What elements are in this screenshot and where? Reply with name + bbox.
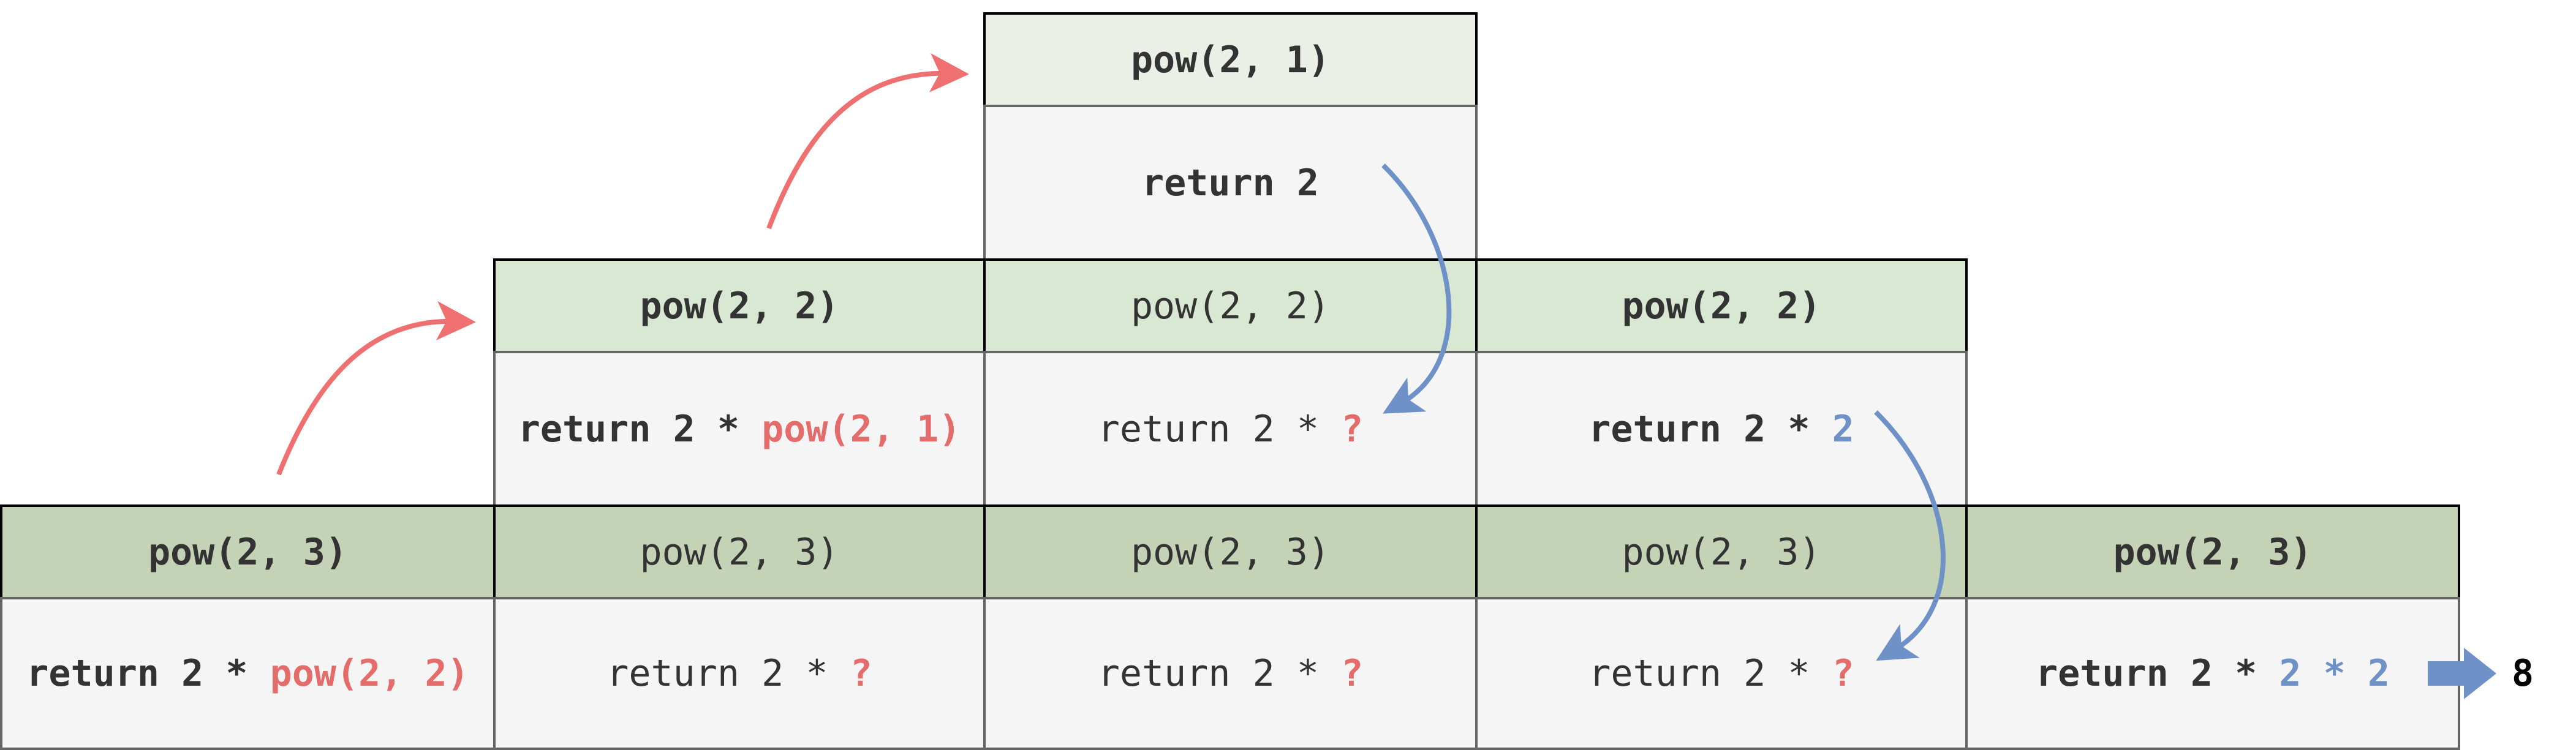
final-result: 8	[2512, 652, 2534, 695]
frame-return-pow-2-3-returned: return 2 * 2 * 2	[1965, 597, 2460, 750]
return-prefix: return 2 *	[1588, 407, 1832, 451]
frame-header-pow-2-2-returned: pow(2, 2)	[1475, 258, 1968, 353]
return-pending-mark: ?	[1832, 652, 1854, 695]
frame-return-pow-2-3-waiting-2: return 2 * ?	[983, 597, 1478, 750]
return-prefix: return 2 *	[518, 407, 762, 451]
return-pending-mark: ?	[850, 652, 872, 695]
return-prefix: return 2 *	[606, 652, 850, 695]
frame-return-pow-2-3-waiting-1: return 2 * ?	[493, 597, 986, 750]
return-pending-mark: ?	[1341, 407, 1364, 451]
return-prefix: return 2 *	[1097, 407, 1342, 451]
frame-header-pow-2-3-call: pow(2, 3)	[0, 504, 496, 599]
frame-return-pow-2-2-call: return 2 * pow(2, 1)	[493, 351, 986, 507]
frame-header-pow-2-3-waiting-2: pow(2, 3)	[983, 504, 1478, 599]
frame-header-pow-2-2-waiting: pow(2, 2)	[983, 258, 1478, 353]
frame-return-pow-2-3-call: return 2 * pow(2, 2)	[0, 597, 496, 750]
frame-return-pow-2-1: return 2	[983, 105, 1478, 261]
return-resolved-value: 2 * 2	[2279, 652, 2390, 695]
return-resolved-value: 2	[1832, 407, 1854, 451]
return-prefix: return 2 *	[2036, 652, 2279, 695]
frame-header-pow-2-3-waiting-1: pow(2, 3)	[493, 504, 986, 599]
frame-return-pow-2-2-returned: return 2 * 2	[1475, 351, 1968, 507]
return-arrow-pow-2-1-to-pow-2-2	[1381, 163, 1452, 414]
return-arrow-pow-2-2-to-pow-2-3	[1874, 410, 1946, 661]
frame-return-pow-2-3-waiting-3: return 2 * ?	[1475, 597, 1968, 750]
call-arrow-pow-2-2-to-pow-2-1	[766, 53, 969, 230]
return-prefix: return 2 *	[1588, 652, 1832, 695]
frame-return-pow-2-2-waiting: return 2 * ?	[983, 351, 1478, 507]
return-call-value: pow(2, 1)	[761, 407, 961, 451]
result-arrow	[2428, 648, 2496, 699]
call-arrow-pow-2-3-to-pow-2-2	[276, 301, 476, 476]
return-prefix: return 2 *	[1097, 652, 1342, 695]
return-pending-mark: ?	[1341, 652, 1364, 695]
frame-header-pow-2-3-returned: pow(2, 3)	[1965, 504, 2460, 599]
return-call-value: pow(2, 2)	[270, 652, 469, 695]
return-prefix: return 2 *	[26, 652, 270, 695]
frame-header-pow-2-1: pow(2, 1)	[983, 12, 1478, 107]
